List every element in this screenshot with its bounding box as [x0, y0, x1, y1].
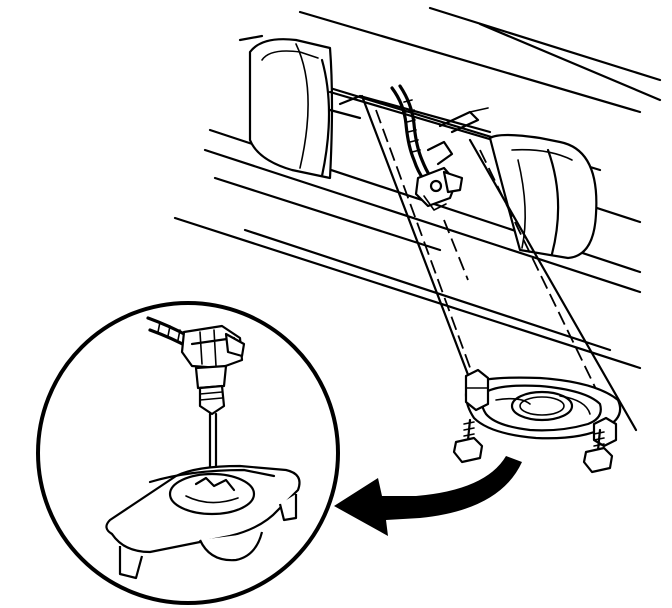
alignment-lines — [360, 94, 638, 432]
inset-bulb — [194, 364, 228, 472]
inset-connector — [180, 324, 246, 370]
mounting-screws — [452, 418, 614, 474]
bulb-socket — [414, 140, 464, 211]
inset-lamp-base — [105, 464, 301, 580]
detail-inset — [36, 301, 340, 605]
lamp-lens-assembly — [464, 368, 622, 448]
direction-arrow — [334, 456, 522, 536]
lamp-bar — [328, 90, 522, 150]
left-lamp-housing — [248, 38, 334, 180]
wiring-harness — [390, 84, 432, 182]
right-screw — [582, 428, 614, 474]
right-lamp-housing — [488, 133, 598, 260]
left-screw — [452, 418, 484, 464]
